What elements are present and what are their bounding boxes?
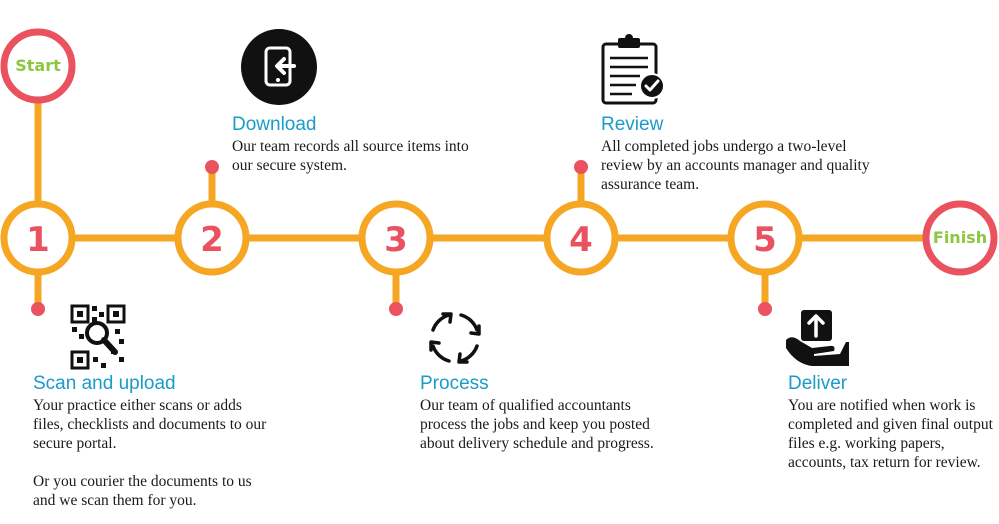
start-circle	[0, 28, 76, 104]
step-desc-scan-upload: Your practice either scans or adds files…	[33, 397, 267, 452]
clipboard-check-icon	[601, 34, 665, 105]
phone-download-icon	[241, 29, 317, 105]
finish-circle	[922, 200, 998, 276]
qr-code-search-icon	[70, 304, 126, 370]
step-circle-1	[0, 200, 76, 276]
connector-dot	[205, 160, 219, 174]
step-title-process: Process	[420, 373, 489, 394]
step-title-scan-upload: Scan and upload	[33, 373, 176, 394]
step-number-5: 5	[753, 220, 777, 260]
step-desc-review: All completed jobs undergo a two-level r…	[601, 138, 870, 193]
step-title-download: Download	[232, 114, 317, 135]
step-circle-3	[358, 200, 434, 276]
start-label: Start	[15, 56, 61, 75]
step-number-4: 4	[569, 220, 593, 260]
step-desc-deliver: You are notified when work is completed …	[788, 397, 993, 471]
step-desc-process: Our team of qualified accountants proces…	[420, 397, 654, 452]
step-title-review: Review	[601, 114, 664, 135]
connector-dot	[389, 302, 403, 316]
step-block-deliver: Deliver You are notified when work is co…	[788, 374, 993, 472]
step-block-scan-upload: Scan and upload Your practice either sca…	[33, 374, 273, 510]
step-title-deliver: Deliver	[788, 373, 848, 394]
step-circle-4	[543, 200, 619, 276]
step-desc-download: Our team records all source items into o…	[232, 138, 469, 174]
step-number-3: 3	[384, 220, 408, 260]
connector-dot	[758, 302, 772, 316]
step-circle-5	[727, 200, 803, 276]
step-circle-2	[174, 200, 250, 276]
step-block-process: Process Our team of qualified accountant…	[420, 374, 665, 453]
step-block-review: Review All completed jobs undergo a two-…	[601, 115, 891, 194]
step-number-2: 2	[200, 220, 224, 260]
step-number-1: 1	[26, 220, 50, 260]
refresh-arrows-icon	[429, 312, 481, 364]
step-block-download: Download Our team records all source ite…	[232, 115, 482, 175]
finish-label: Finish	[933, 228, 987, 247]
connector-dot	[574, 160, 588, 174]
connector-dot	[31, 302, 45, 316]
step-desc-scan-upload-2: Or you courier the documents to us and w…	[33, 473, 252, 509]
hand-upload-icon	[786, 310, 849, 366]
